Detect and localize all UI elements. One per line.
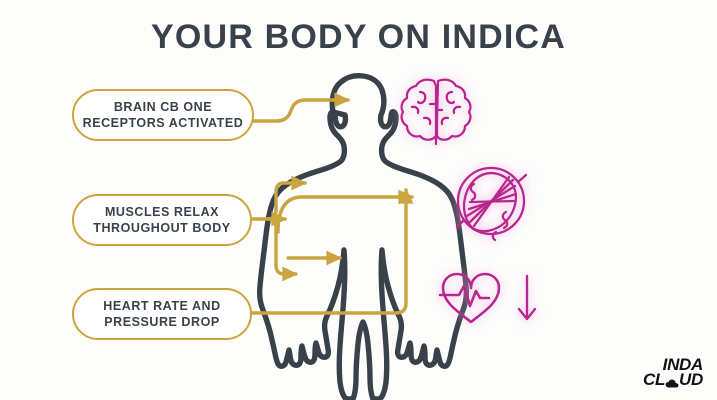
heart-pulse-icon — [438, 272, 501, 324]
muscle-callout-text: MUSCLES RELAX THROUGHOUT BODY — [93, 204, 230, 237]
indacloud-logo[interactable]: INDA CL UD — [642, 354, 704, 390]
brain-callout-line1: BRAIN CB ONE — [113, 99, 213, 114]
cloud-icon — [665, 376, 679, 388]
brain-callout[interactable]: BRAIN CB ONE RECEPTORS ACTIVATED — [72, 89, 254, 141]
logo-line1: INDA — [662, 354, 704, 374]
connector-heart — [250, 187, 414, 315]
connector-muscle-arm — [266, 217, 299, 282]
logo-line2: CL UD — [642, 370, 703, 390]
human-body-silhouette — [256, 73, 470, 400]
heart-callout[interactable]: HEART RATE AND PRESSURE DROP — [72, 288, 252, 340]
muscle-callout-line1: MUSCLES RELAX — [104, 204, 220, 219]
connector-brain — [252, 92, 351, 123]
heart-callout-line2: PRESSURE DROP — [104, 315, 220, 329]
muscle-fiber-icon — [455, 166, 528, 242]
brain-icon — [400, 78, 472, 146]
brain-callout-text: BRAIN CB ONE RECEPTORS ACTIVATED — [83, 99, 244, 132]
page-title: YOUR BODY ON INDICA — [150, 18, 567, 56]
connector-arrows — [250, 92, 415, 315]
brain-callout-line2: RECEPTORS ACTIVATED — [82, 116, 244, 130]
logo-line2-post: UD — [679, 370, 703, 390]
down-arrow-icon — [517, 274, 537, 321]
connector-muscle-chest-long — [276, 189, 415, 234]
muscle-callout[interactable]: MUSCLES RELAX THROUGHOUT BODY — [72, 194, 252, 246]
heart-callout-text: HEART RATE AND PRESSURE DROP — [103, 298, 220, 331]
muscle-callout-line2: THROUGHOUT BODY — [93, 221, 231, 235]
heart-callout-line1: HEART RATE AND — [103, 298, 221, 313]
logo-line2-pre: CL — [642, 370, 666, 390]
